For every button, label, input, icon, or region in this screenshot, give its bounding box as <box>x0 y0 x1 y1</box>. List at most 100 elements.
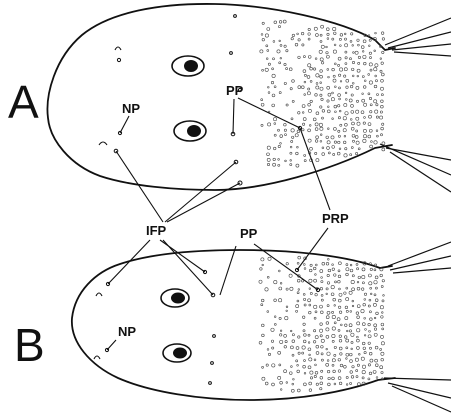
scale-dot <box>279 40 281 42</box>
scale-dot <box>331 285 334 288</box>
scale-dot <box>314 317 316 319</box>
scale-dot <box>308 109 311 112</box>
scale-dot <box>346 376 348 378</box>
scale-dot <box>289 372 292 375</box>
scale-dot <box>303 323 305 325</box>
scale-dot <box>320 376 323 379</box>
scale-dot <box>381 323 384 326</box>
scale-dot <box>296 310 298 312</box>
scale-dot <box>280 44 282 46</box>
scale-dot <box>362 76 364 78</box>
scale-dot <box>375 299 378 302</box>
scale-dot <box>316 345 319 348</box>
scale-dot <box>333 298 336 301</box>
scale-dot <box>274 134 276 136</box>
scale-dot <box>280 57 282 59</box>
scale-dot <box>357 322 360 325</box>
scale-dot <box>379 116 382 119</box>
scale-dot <box>362 51 364 53</box>
scale-dot <box>320 388 322 390</box>
scale-dot <box>338 262 341 265</box>
scale-dot <box>369 299 371 301</box>
scale-dot <box>337 318 340 321</box>
scale-dot <box>370 104 372 106</box>
scale-dot <box>338 359 341 362</box>
scale-dot <box>346 339 349 342</box>
scale-dot <box>315 293 317 295</box>
scale-dot <box>292 80 295 83</box>
scale-dot <box>363 122 365 124</box>
scale-dot <box>374 50 376 52</box>
scale-dot <box>334 111 336 113</box>
scale-dot <box>308 334 310 336</box>
scale-dot <box>267 349 269 351</box>
scale-dot <box>284 82 286 84</box>
scale-dot <box>274 299 277 302</box>
scale-dot <box>327 352 330 355</box>
scale-dot <box>286 306 288 308</box>
scale-dot <box>368 335 371 338</box>
scale-dot <box>369 330 371 332</box>
scale-dot <box>327 128 329 130</box>
scale-dot <box>326 46 328 48</box>
leaders-a <box>120 98 300 134</box>
scale-dot <box>261 33 263 35</box>
scale-dot <box>369 352 372 355</box>
scale-dot <box>369 97 371 99</box>
label-pp-b: PP <box>240 226 258 241</box>
scale-dot <box>328 383 331 386</box>
scale-dot <box>315 274 317 276</box>
scale-dot <box>382 300 384 302</box>
scale-dot <box>356 339 359 342</box>
scale-dot <box>262 334 265 337</box>
scale-dot <box>298 256 301 259</box>
scale-dot <box>328 152 330 154</box>
scale-dot <box>382 148 385 151</box>
scale-dot <box>338 57 341 60</box>
scale-dot <box>308 88 310 90</box>
label-np-a: NP <box>122 101 140 116</box>
scale-dot <box>320 40 322 42</box>
scale-dot <box>346 384 348 386</box>
scale-dot <box>357 316 360 319</box>
scale-dot <box>381 316 384 319</box>
scale-dot <box>382 38 384 40</box>
scale-dot <box>273 118 276 121</box>
scale-dot <box>331 136 334 139</box>
scale-dot <box>350 311 352 313</box>
scale-dot <box>345 148 347 150</box>
scale-dot <box>309 288 311 290</box>
scale-dot <box>339 148 341 150</box>
scale-dot <box>302 104 305 107</box>
scale-dot <box>316 83 318 85</box>
scale-dot <box>310 80 312 82</box>
scale-dot <box>297 130 300 133</box>
scale-dot <box>327 258 329 260</box>
scale-dot <box>314 27 317 30</box>
scale-dot <box>303 330 305 332</box>
scale-dot <box>327 100 329 102</box>
scale-dot <box>375 276 378 279</box>
scale-dot <box>286 104 288 106</box>
scale-dot <box>339 382 342 385</box>
scale-dot <box>280 330 282 332</box>
scale-dot <box>363 62 366 65</box>
scale-dot <box>346 298 349 301</box>
scale-dot <box>267 86 269 88</box>
scale-dot <box>286 288 288 290</box>
scale-dot <box>350 382 352 384</box>
scale-dot <box>376 312 379 315</box>
scale-dot <box>352 122 355 125</box>
scale-dot <box>313 267 316 270</box>
scale-dot <box>321 62 323 64</box>
scale-dot <box>284 63 286 65</box>
scale-dot <box>297 364 299 366</box>
scale-dot <box>374 68 377 71</box>
scale-dot <box>280 135 283 138</box>
scale-dot <box>381 73 384 76</box>
scale-dot <box>278 164 280 166</box>
scale-dot <box>332 92 334 94</box>
scale-dot <box>334 86 336 88</box>
scale-dot <box>362 370 365 373</box>
scale-dot <box>383 295 385 297</box>
